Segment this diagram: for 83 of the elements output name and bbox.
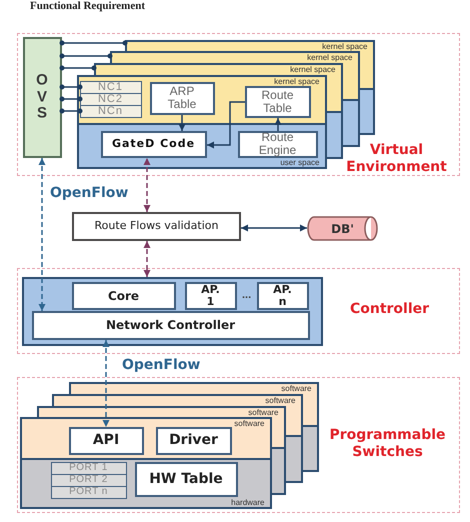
vm-layer (94, 62, 342, 74)
module-box (100, 130, 206, 158)
switch-layer (36, 406, 286, 416)
vm-layer (124, 40, 374, 50)
connector-line (60, 40, 128, 46)
connector-line (60, 108, 82, 114)
connector-line (60, 96, 82, 102)
module-box (134, 462, 238, 496)
ellipsis-text: ... (242, 289, 252, 301)
arrow (274, 118, 282, 131)
node-label: NC2 (98, 94, 123, 104)
node-label: AP. n (272, 284, 293, 308)
arrow (38, 158, 46, 311)
diagram-title: Functional Requirement (30, 0, 145, 13)
node-label: PORT n (69, 487, 108, 497)
node-label: Route Flows validation (94, 218, 218, 234)
module-box (184, 282, 236, 310)
controller-panel (22, 276, 322, 346)
port-slot (50, 486, 126, 498)
dashed-region (17, 33, 460, 176)
layer-label: kernel space (307, 52, 352, 62)
connector-line (60, 84, 82, 90)
dashed-region (17, 377, 460, 513)
module-box (244, 86, 310, 118)
region-title: Programmable Switches (328, 426, 447, 460)
node-label: Core (108, 288, 140, 304)
region-title: Controller (348, 300, 430, 318)
node-label: Driver (169, 431, 218, 450)
node-label: Route Engine (258, 131, 298, 157)
database-cylinder (307, 216, 378, 241)
region-title: Virtual Environment (345, 142, 448, 176)
module-box (238, 130, 318, 158)
ovs-label: OVS (35, 72, 49, 122)
node-label: GateD Code (112, 136, 196, 152)
layer-label: software (281, 384, 312, 392)
layer-label: software (265, 396, 296, 404)
dashed-region (17, 268, 460, 354)
node-label: AP. 1 (200, 284, 221, 308)
vm-layer (110, 50, 360, 62)
layer-label: software (234, 418, 264, 428)
edge-label: OpenFlow (50, 185, 128, 201)
edge-label: OpenFlow (122, 357, 200, 373)
vm-layer (76, 74, 326, 168)
node-label: NC1 (98, 82, 123, 92)
arrow (144, 158, 150, 212)
layer-label: kernel space (274, 76, 320, 86)
node-label: API (92, 431, 120, 450)
module-box (68, 426, 144, 454)
node-label: HW Table (149, 470, 223, 488)
connector-line (60, 54, 112, 58)
module-box (72, 282, 176, 310)
arrow (207, 101, 245, 148)
process-box (72, 212, 241, 241)
ovs-panel (22, 36, 62, 158)
nic-slot (80, 92, 142, 106)
port-slot (50, 462, 126, 474)
module-box (256, 282, 308, 310)
arrow (241, 224, 307, 232)
arrow (102, 340, 110, 427)
switch-layer (20, 416, 272, 508)
module-box (156, 426, 232, 454)
module-box (150, 82, 214, 114)
layer-label: hardware (231, 498, 264, 506)
node-label: DB' (331, 220, 354, 238)
nic-slot (80, 104, 142, 118)
layer-label: kernel space (322, 42, 368, 50)
connector-line (60, 66, 96, 70)
switch-layer (68, 382, 318, 394)
arrow (178, 115, 186, 131)
port-slot (50, 474, 126, 486)
nic-slot (80, 80, 142, 94)
node-label: PORT 1 (69, 463, 108, 473)
module-box (32, 310, 310, 340)
node-label: PORT 2 (69, 475, 108, 485)
node-label: NCn (98, 106, 123, 116)
node-label: ARP Table (166, 85, 198, 111)
node-label: Route Table (260, 88, 295, 114)
arrow (144, 241, 150, 277)
node-label: Network Controller (106, 317, 236, 334)
layer-label: kernel space (290, 64, 336, 74)
layer-label: user space (280, 158, 320, 166)
switch-layer (52, 394, 302, 406)
layer-label: software (248, 408, 278, 416)
